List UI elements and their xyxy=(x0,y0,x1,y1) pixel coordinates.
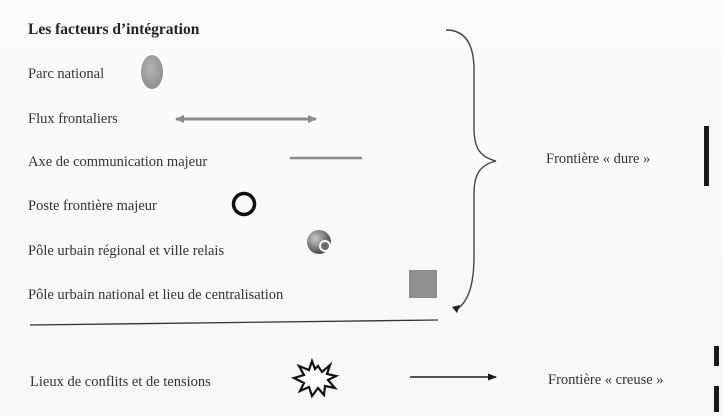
curly-brace xyxy=(445,29,497,311)
conflict-label: Lieux de conflits et de tensions xyxy=(30,374,211,390)
legend-title: Les facteurs d’intégration xyxy=(28,21,200,38)
explosion-star-icon xyxy=(291,357,340,399)
brace-arrowhead xyxy=(452,305,460,313)
hollow-border-bar-top xyxy=(714,346,719,366)
frontiere-dure-label: Frontière « dure » xyxy=(546,151,651,167)
legend-label-pole-regional: Pôle urbain régional et ville relais xyxy=(28,243,225,259)
section-divider xyxy=(29,319,439,326)
shaded-sphere-icon xyxy=(307,230,331,254)
legend-label-pole-national: Pôle urbain national et lieu de centrali… xyxy=(28,287,284,303)
frontiere-creuse-label: Frontière « creuse » xyxy=(548,372,664,388)
grey-square-icon xyxy=(409,270,437,298)
black-ring-icon xyxy=(231,191,257,217)
legend-label-parc-national: Parc national xyxy=(28,66,105,82)
hollow-border-bar-bottom xyxy=(714,386,719,412)
hard-border-bar xyxy=(704,126,709,186)
legend-label-axe-communication: Axe de communication majeur xyxy=(28,154,208,170)
legend-label-poste-frontiere: Poste frontière majeur xyxy=(28,198,157,214)
legend-label-flux-frontaliers: Flux frontaliers xyxy=(28,111,118,127)
grey-oval-icon xyxy=(141,55,163,89)
